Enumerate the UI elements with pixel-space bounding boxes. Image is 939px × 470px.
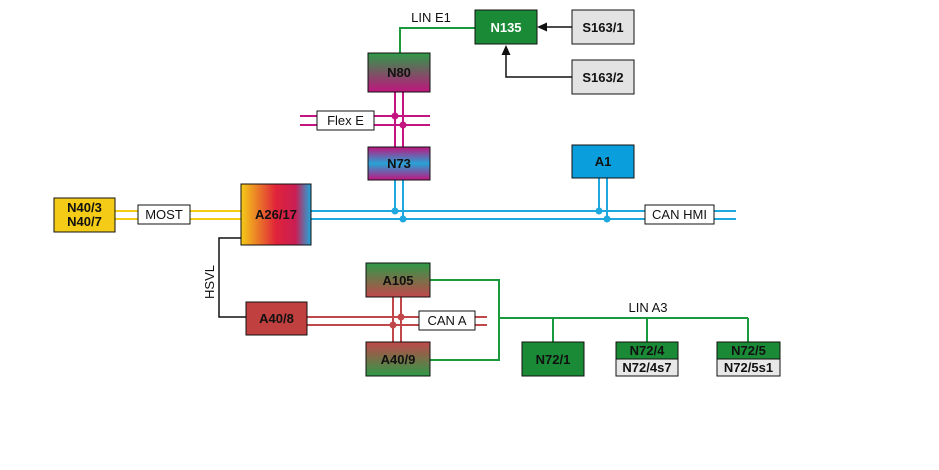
node-n72-5: N72/5 N72/5s1 <box>716 341 781 377</box>
node-n40-3-label: N40/3 <box>67 200 102 215</box>
node-n72-4-label: N72/4 <box>630 343 665 358</box>
node-s163-2: S163/2 <box>571 59 635 95</box>
node-a40-8: A40/8 <box>245 301 308 336</box>
can-hmi-label: CAN HMI <box>652 207 707 222</box>
node-a40-8-label: A40/8 <box>259 311 294 326</box>
node-n72-1: N72/1 <box>521 341 585 377</box>
node-n72-4: N72/4 N72/4s7 <box>615 341 679 377</box>
node-s163-1-label: S163/1 <box>582 20 623 35</box>
node-a1: A1 <box>571 144 635 179</box>
node-n73-label: N73 <box>387 156 411 171</box>
can-hmi-label-box: CAN HMI <box>644 204 715 225</box>
most-label-box: MOST <box>137 204 191 225</box>
node-a105: A105 <box>365 262 431 298</box>
node-s163-1: S163/1 <box>571 9 635 45</box>
node-s163-2-label: S163/2 <box>582 70 623 85</box>
node-n40: N40/3 N40/7 <box>53 197 116 233</box>
can-hmi-bus <box>311 178 736 223</box>
node-n80: N80 <box>367 52 431 93</box>
node-a1-label: A1 <box>595 154 612 169</box>
flex-e-label-box: Flex E <box>316 110 375 131</box>
node-n135-label: N135 <box>490 20 521 35</box>
node-n80-label: N80 <box>387 65 411 80</box>
can-a-label-box: CAN A <box>418 310 476 331</box>
lin-a3-bus <box>430 279 749 361</box>
lin-e1-bus <box>399 27 475 53</box>
lin-a3-label: LIN A3 <box>628 300 667 315</box>
hsvl-label: HSVL <box>202 265 217 299</box>
node-n72-4s7-label: N72/4s7 <box>622 360 671 375</box>
lin-e1-label: LIN E1 <box>411 10 451 25</box>
node-n135: N135 <box>474 9 538 45</box>
node-n72-5s1-label: N72/5s1 <box>724 360 773 375</box>
node-a40-9: A40/9 <box>365 341 431 377</box>
node-a105-label: A105 <box>382 273 413 288</box>
can-a-label: CAN A <box>427 313 466 328</box>
node-n40-7-label: N40/7 <box>67 214 102 229</box>
node-a26-17-label: A26/17 <box>255 207 297 222</box>
node-a26-17: A26/17 <box>240 183 312 246</box>
flex-e-label: Flex E <box>327 113 364 128</box>
node-n72-5-label: N72/5 <box>731 343 766 358</box>
node-a40-9-label: A40/9 <box>381 352 416 367</box>
hsvl-link <box>218 237 246 318</box>
s163-connections <box>501 22 572 78</box>
node-n72-1-label: N72/1 <box>536 352 571 367</box>
node-n73: N73 <box>367 146 431 181</box>
most-label: MOST <box>145 207 183 222</box>
